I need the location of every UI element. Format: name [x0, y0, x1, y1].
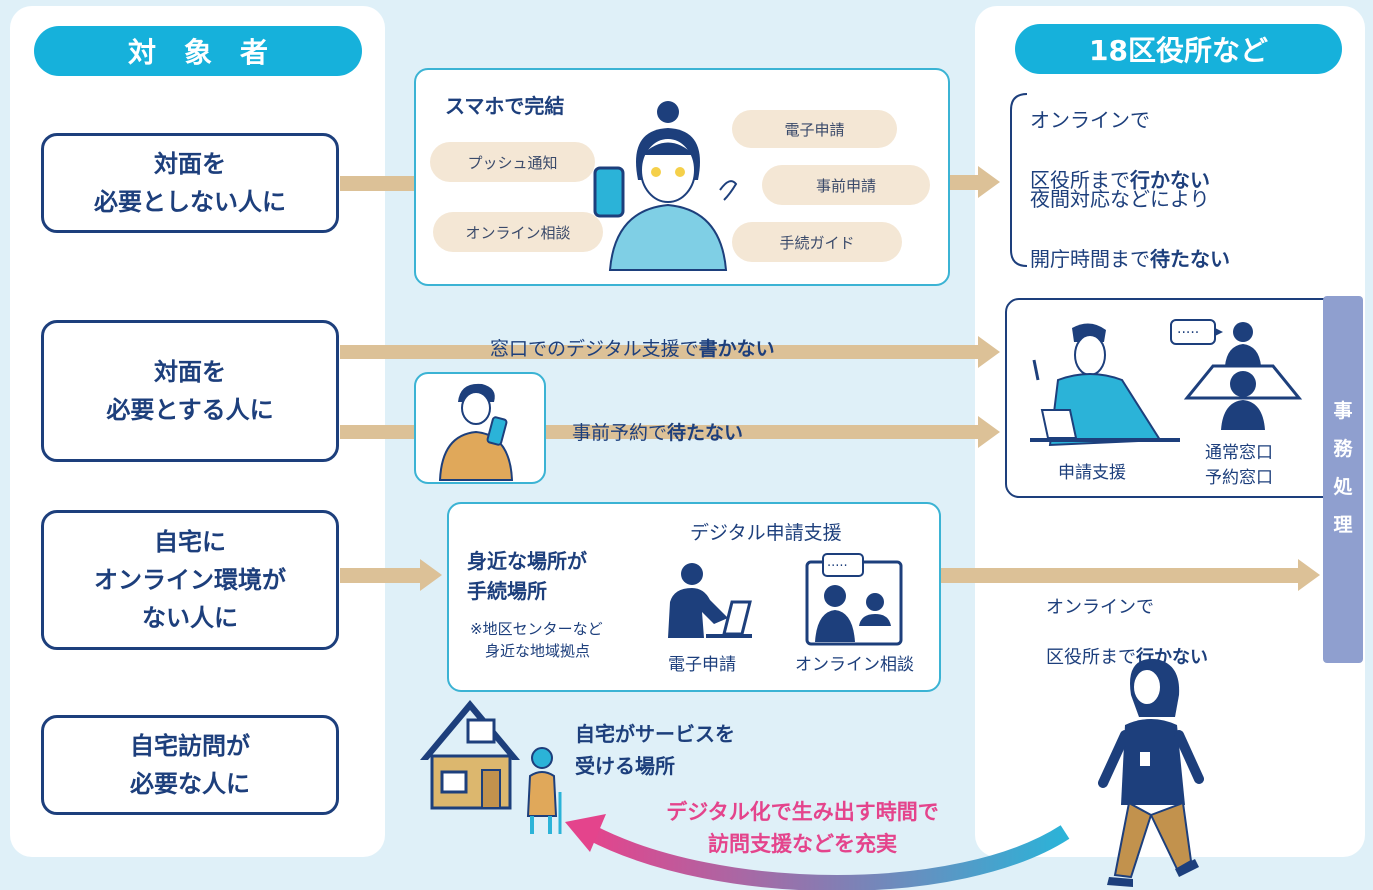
target-no-online-env: 自宅に オンライン環境が ない人に [41, 510, 339, 650]
man-phone-illustration [438, 383, 514, 481]
digital-support-bold: 書かない [698, 338, 775, 360]
office-bracket [1010, 93, 1028, 267]
pink-message: デジタル化で生み出す時間で 訪問支援などを充実 [666, 800, 939, 856]
nearby-note: ※地区センターなど 身近な地域拠点 [470, 620, 603, 660]
nearby-title: 身近な場所が 手続場所 [467, 549, 587, 603]
pc-user-illustration [668, 563, 752, 638]
bracket-text-2-bold: 行かない [1130, 168, 1210, 192]
reservation-pre: 事前予約で [572, 422, 668, 444]
digital-support-pre: 窓口でのデジタル支援で [490, 338, 699, 360]
target-home-visit: 自宅訪問が 必要な人に [41, 715, 339, 815]
reservation-bold: 待たない [667, 422, 744, 444]
jimu-processing-label: 事 務 処 理 [1333, 400, 1353, 536]
home-title: 自宅がサービスを 受ける場所 [575, 722, 735, 778]
arrow-row3-left [340, 559, 442, 591]
house-illustration [420, 700, 562, 834]
tag-pre-application: 事前申請 [762, 165, 930, 205]
svg-text:·····: ····· [827, 559, 848, 574]
online-row3-line1: オンラインで [1046, 597, 1154, 618]
desk-support-illustration [1030, 323, 1180, 447]
bracket-text-4-pre: 開庁時間まで [1030, 247, 1150, 271]
tag-procedure-guide: 手続ガイド [732, 222, 902, 262]
svg-text:·····: ····· [1177, 325, 1199, 341]
bracket-text-2: 区役所まで行かない [1030, 140, 1210, 193]
digital-support-text: 窓口でのデジタル支援で書かない [490, 312, 775, 361]
bracket-text-2-pre: 区役所まで [1030, 168, 1130, 192]
desk-support-label: 申請支援 [1058, 463, 1126, 483]
curved-arrow-head [565, 814, 606, 852]
reservation-text: 事前予約で待たない [572, 396, 743, 445]
arrow-row1-right [950, 166, 1000, 198]
bracket-text-4: 開庁時間まで待たない [1030, 219, 1230, 272]
curved-return-arrow [586, 824, 1070, 890]
target-face-to-face: 対面を 必要とする人に [41, 320, 339, 462]
bracket-text-1: オンラインで [1030, 108, 1150, 132]
online-consult-label: オンライン相談 [795, 655, 914, 675]
online-consult-illustration: ····· [805, 553, 903, 646]
walking-staff-illustration [1098, 658, 1204, 887]
arrow-row2-upper [340, 336, 1000, 368]
tag-online-consult: オンライン相談 [433, 212, 603, 252]
counter-label: 通常窓口 予約窓口 [1205, 443, 1273, 488]
nearby-header: デジタル申請支援 [690, 522, 842, 544]
target-no-face-to-face: 対面を 必要としない人に [41, 133, 339, 233]
bracket-text-3: 夜間対応などにより [1030, 187, 1210, 211]
arrow-row1-left [340, 176, 414, 191]
smartphone-title: スマホで完結 [445, 94, 565, 118]
counter-illustration: ····· [1170, 319, 1303, 430]
target-header: 対 象 者 [34, 26, 362, 76]
online-row3-pre: 区役所まで [1046, 647, 1136, 668]
woman-phone-illustration [593, 101, 738, 271]
jimu-processing-bar [1323, 296, 1363, 663]
e-application-label: 電子申請 [668, 655, 736, 675]
bracket-text-4-bold: 待たない [1150, 247, 1230, 271]
arrow-row3-right [940, 559, 1320, 591]
tag-push-notification: プッシュ通知 [430, 142, 595, 182]
arrow-row2-lower [340, 416, 1000, 448]
office-header: 18区役所など [1015, 24, 1342, 74]
tag-e-application: 電子申請 [732, 110, 897, 148]
